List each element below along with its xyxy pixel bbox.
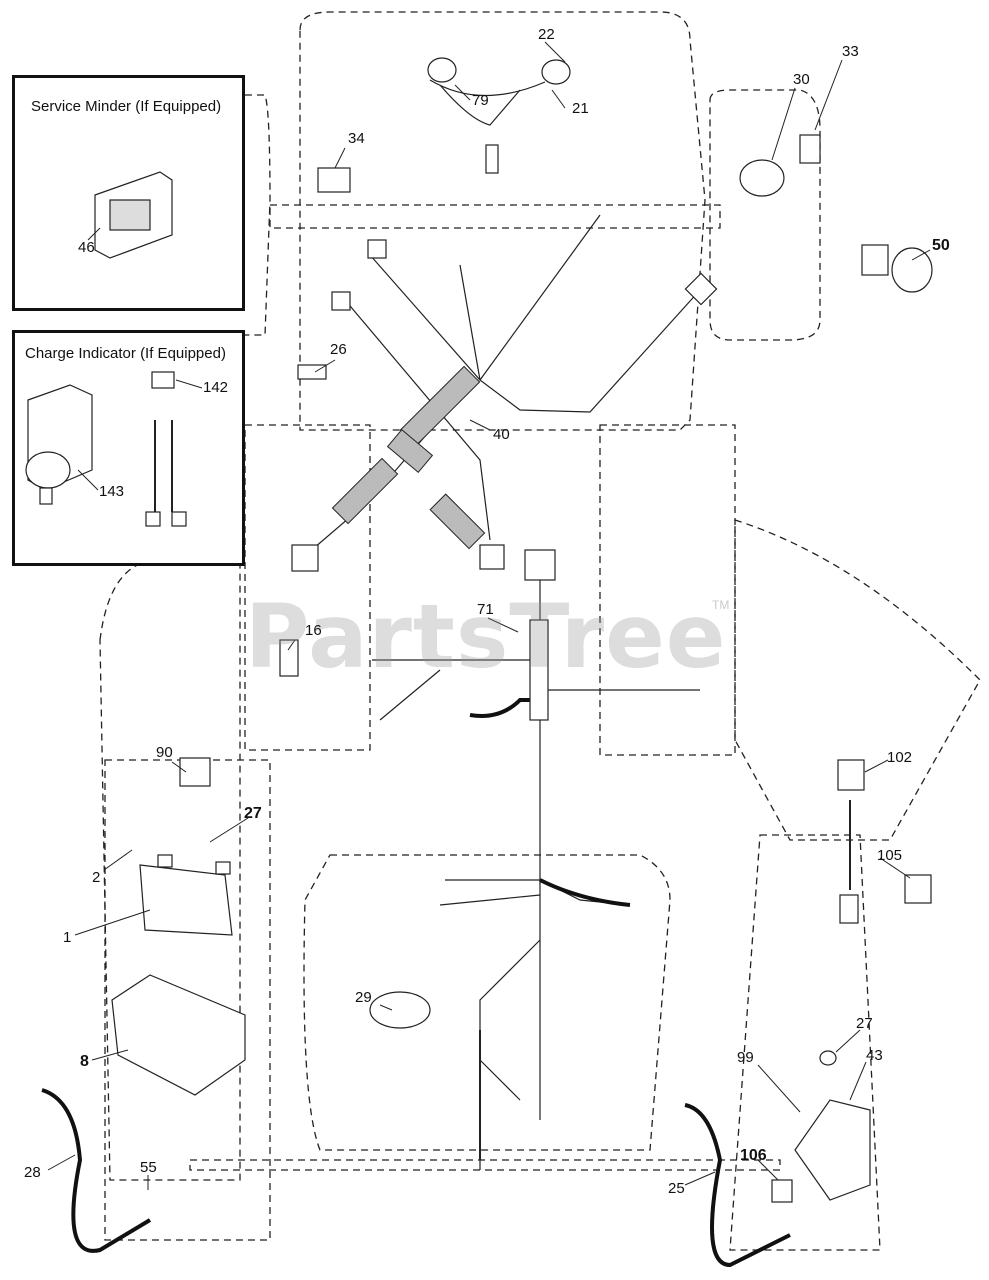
part-label-105: 105 — [877, 847, 903, 864]
part-label-99: 99 — [737, 1049, 754, 1066]
part-label-27-bottom: 27 — [856, 1015, 873, 1032]
charge-indicator-box: Charge Indicator (If Equipped) — [12, 330, 245, 566]
part-label-2: 2 — [92, 869, 101, 886]
hood-outline — [299, 11, 706, 431]
battery-shape — [139, 864, 233, 936]
part-label-33: 33 — [842, 43, 859, 60]
part-label-79: 79 — [472, 92, 489, 109]
dash-outline — [269, 204, 721, 229]
part-label-22: 22 — [538, 26, 555, 43]
part-label-1: 1 — [63, 929, 72, 946]
part-label-25: 25 — [668, 1180, 685, 1197]
service-minder-outline — [245, 94, 271, 336]
part-label-30: 30 — [793, 71, 810, 88]
part-label-71: 71 — [477, 601, 494, 618]
part-label-55: 55 — [140, 1159, 157, 1176]
rear-frame-outline — [244, 424, 371, 751]
part-label-43: 43 — [866, 1047, 883, 1064]
part-label-21: 21 — [572, 100, 589, 117]
part-label-26: 26 — [330, 341, 347, 358]
part-label-143: 143 — [99, 483, 125, 500]
part-label-106: 106 — [740, 1147, 767, 1164]
part-label-28: 28 — [24, 1164, 41, 1181]
watermark-trademark: TM — [712, 598, 730, 612]
part-label-40: 40 — [493, 426, 510, 443]
charge-indicator-title: Charge Indicator (If Equipped) — [25, 345, 226, 362]
battery-cable-28 — [41, 1088, 152, 1253]
rear-axle-outline — [189, 1159, 781, 1171]
watermark: PartsTree — [245, 585, 727, 688]
part-label-50: 50 — [932, 237, 950, 254]
part-label-29: 29 — [355, 989, 372, 1006]
part-label-27-top: 27 — [244, 805, 262, 822]
seat-deck-outline — [303, 854, 671, 1151]
right-pedal-outline — [709, 89, 821, 341]
lower-left-frame-outline — [104, 759, 271, 1241]
part-label-34: 34 — [348, 130, 365, 147]
lower-right-frame-outline — [729, 834, 881, 1251]
part-label-90: 90 — [156, 744, 173, 761]
part-label-102: 102 — [887, 749, 913, 766]
right-fender-outline — [734, 519, 981, 841]
part-label-46: 46 — [78, 239, 95, 256]
service-minder-title: Service Minder (If Equipped) — [31, 98, 222, 115]
center-frame-outline — [599, 424, 736, 756]
part-label-142: 142 — [203, 379, 229, 396]
part-label-8: 8 — [80, 1053, 89, 1070]
part-label-16: 16 — [305, 622, 322, 639]
battery-cable-25 — [684, 1103, 791, 1268]
left-fender-outline — [99, 559, 241, 1181]
